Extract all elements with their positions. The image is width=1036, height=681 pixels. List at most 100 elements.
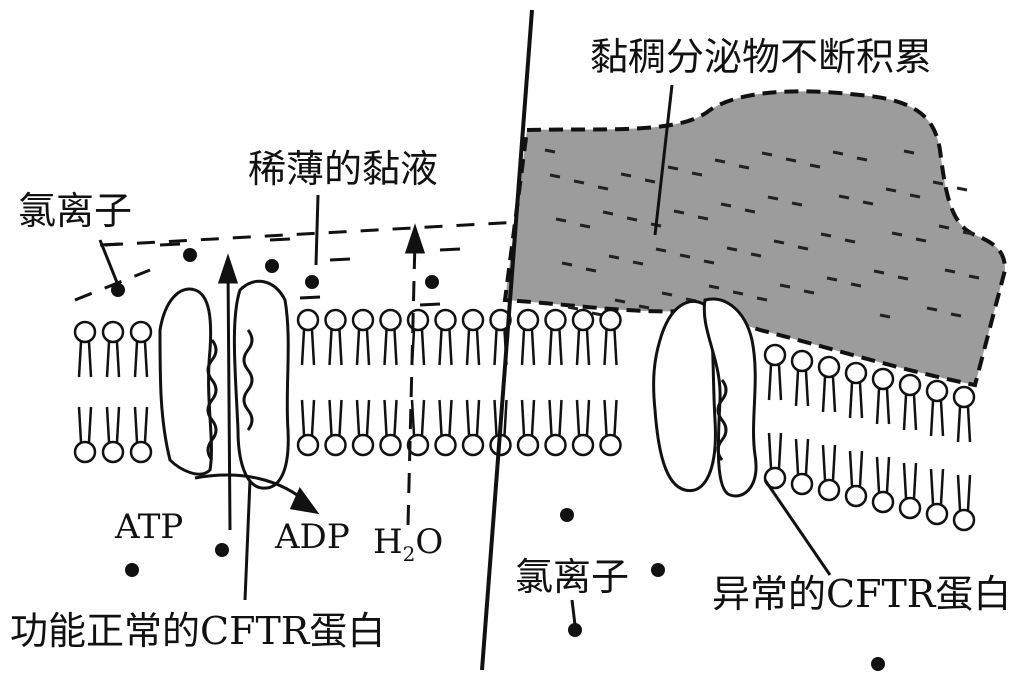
mucus-dash (608, 254, 620, 260)
divider-line (480, 9, 534, 671)
mucus-dash (820, 232, 832, 238)
mucus-dash (269, 237, 291, 242)
mucus-dash (726, 246, 738, 252)
mucus-dash (620, 172, 632, 178)
thick-mucus-region (502, 89, 1008, 388)
mucus-dash (655, 247, 667, 253)
chloride-transport-arrow (226, 267, 232, 531)
mucus-dash (879, 313, 891, 319)
mucus-dash (544, 148, 556, 154)
thin-mucus-boundary (74, 220, 521, 302)
mucus-dash (903, 149, 915, 155)
chloride-ions (111, 248, 885, 671)
mucus-dash (932, 180, 944, 186)
mucus-dash (439, 247, 461, 252)
mucus-dash (968, 274, 980, 280)
mucus-dash (885, 187, 897, 193)
phospholipid (817, 355, 841, 502)
mucus-dash (809, 163, 821, 169)
mucus-dash (708, 284, 720, 290)
label-h2o: H2O (373, 522, 444, 566)
mucus-dash (561, 261, 573, 267)
phospholipid (599, 308, 622, 457)
mucus-dash (661, 291, 673, 297)
phospholipid (461, 308, 485, 457)
mucus-dash (555, 217, 567, 223)
phospholipid (406, 308, 430, 457)
mucus-dash (785, 157, 797, 163)
mucus-texture (544, 148, 980, 319)
mucus-dash (897, 275, 909, 281)
mucus-dash (626, 216, 638, 222)
phospholipid (571, 308, 595, 457)
mucus-dash (691, 171, 703, 177)
phospholipid (296, 308, 320, 457)
mucus-dash (862, 200, 874, 206)
arrowhead-icon (289, 487, 320, 515)
chloride-ion (568, 623, 582, 637)
mucus-dash (667, 165, 679, 171)
mucus-dash (962, 230, 974, 236)
mucus-dash (773, 239, 785, 245)
mucus-dash (803, 289, 815, 295)
phospholipid (129, 320, 153, 464)
phospholipid (925, 379, 949, 526)
label-chloride-top: 氯离子 (18, 189, 133, 233)
mucus-dash (703, 259, 715, 265)
mucus-dash (591, 311, 603, 317)
label-adp: ADP (275, 517, 350, 557)
chloride-ion (651, 563, 665, 577)
mucus-dash (673, 209, 685, 215)
mucus-dash (744, 208, 756, 214)
phospholipid (544, 308, 567, 457)
mucus-dash (579, 223, 591, 229)
mucus-dash (720, 202, 732, 208)
mucus-dash (956, 186, 968, 192)
chloride-ion (265, 259, 279, 273)
arrowhead-icon (217, 253, 239, 284)
chloride-ion (871, 657, 885, 671)
label-normal-cftr: 功能正常的CFTR蛋白 (10, 609, 386, 653)
mucus-dash (697, 215, 709, 221)
chloride-ion (305, 275, 319, 289)
mucus-dash (891, 231, 903, 237)
mucus-dash (791, 201, 803, 207)
mucus-dash (632, 260, 644, 266)
mucus-dash (926, 306, 938, 312)
mucus-dash (856, 156, 868, 162)
phospholipid (489, 308, 512, 457)
phospholipid-bilayer (73, 308, 976, 532)
thin-mucus-texture (99, 237, 461, 307)
phospholipid (898, 373, 922, 520)
mucus-dash (549, 173, 561, 179)
chloride-ion (111, 283, 125, 297)
mucus-dash (767, 195, 779, 201)
chloride-ion (215, 543, 229, 557)
mucus-dash (950, 312, 962, 318)
mucus-dash (750, 252, 762, 258)
phospholipid (379, 308, 402, 457)
mucus-dash (638, 304, 650, 310)
arrowhead-icon (404, 223, 426, 254)
mucus-dash (873, 269, 885, 275)
mucus-dash (573, 179, 585, 185)
chloride-ion (425, 275, 439, 289)
phospholipid (871, 367, 895, 514)
label-thin-mucus: 稀薄的黏液 (248, 147, 439, 191)
mucus-dash (797, 245, 809, 251)
mucus-dash (567, 305, 579, 311)
mucus-dash (714, 158, 726, 164)
mucus-dash (826, 276, 838, 282)
chloride-ion (183, 248, 197, 262)
phospholipid (73, 320, 97, 464)
mucus-dash (732, 290, 744, 296)
mucus-dash (844, 238, 856, 244)
mucus-dash (838, 194, 850, 200)
phospholipid (351, 308, 375, 457)
label-chloride-bottom: 氯离子 (515, 555, 630, 599)
phospholipid (516, 308, 540, 457)
mucus-dash (761, 151, 773, 157)
mucus-dash (602, 210, 614, 216)
mucus-dash (679, 253, 691, 259)
mucus-dash (944, 268, 956, 274)
